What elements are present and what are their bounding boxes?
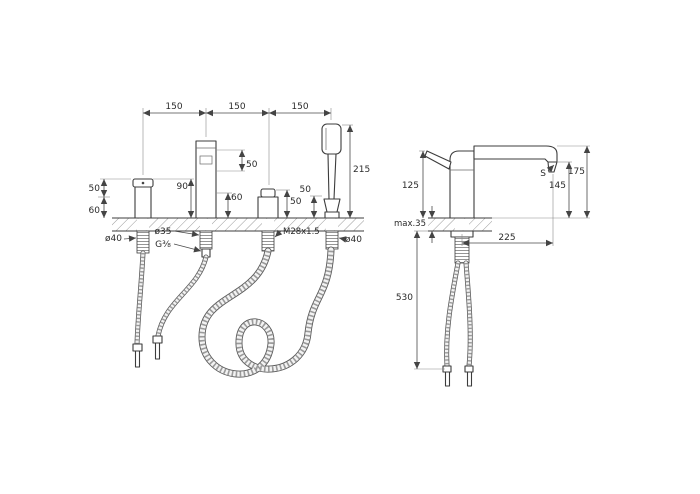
left-handle [132, 178, 154, 219]
spout-outlet [547, 161, 558, 173]
supply-hose-2 [155, 254, 209, 339]
dim-label-diverter-height: 50 [290, 197, 302, 207]
dim-label-spout-height: 145 [549, 181, 566, 191]
dim-hose-length: 530 [396, 230, 445, 370]
dim-spout-mark: S [540, 164, 555, 179]
dim-label-holder-height: 50 [300, 185, 312, 195]
handle-shank [136, 230, 150, 254]
diverter-handle [257, 188, 279, 219]
thread-callouts-left: ø40 ø35 G⅜ M28x1.5 ø40 [105, 227, 362, 253]
dim-label-spout-lower: 60 [231, 193, 243, 203]
dim-label-overall-height: 175 [568, 167, 585, 177]
dim-diverter-height: 50 [276, 189, 302, 218]
dim-spout-lower: 60 [216, 192, 243, 218]
dim-label-spout-upper: 50 [246, 160, 258, 170]
dim-spout-reach: 225 [461, 174, 554, 247]
spout-shank [199, 230, 213, 250]
hose-end-fittings [132, 335, 163, 368]
shower-hose-loop [198, 246, 335, 378]
hand-shower-handle [327, 153, 337, 200]
supply-hose-right-1 [444, 260, 461, 369]
dim-label-handle-shank-dia: ø40 [105, 234, 122, 244]
dim-label-hose-length: 530 [396, 293, 413, 303]
dim-handle-stack: 50 60 [89, 178, 131, 218]
dim-label-spout-thread: G⅜ [155, 240, 171, 250]
dim-label-spacing-1: 150 [165, 102, 182, 112]
dim-label-handle-height: 90 [177, 182, 189, 192]
dim-spout-upper: 50 [216, 149, 258, 172]
dim-shower-height: 215 [342, 124, 370, 218]
dim-label-holder-shank-dia: ø40 [345, 235, 362, 245]
dim-holder-height: 50 [300, 185, 322, 218]
mixer-spout [473, 145, 558, 163]
dim-label-spacing-2: 150 [228, 102, 245, 112]
hand-shower [321, 123, 342, 219]
flexible-hoses-left [132, 246, 335, 378]
mixer-body [424, 145, 558, 219]
bath-spout [195, 140, 217, 219]
dim-label-spacing-3: 150 [291, 102, 308, 112]
mounting-deck-left [112, 217, 364, 232]
dim-label-handle-lower: 60 [89, 206, 101, 216]
dim-handle-height: 90 [153, 178, 195, 218]
dim-deck-thickness: max.35 [394, 206, 436, 243]
spout-logo-plate [199, 155, 213, 165]
dim-spout-height: 145 [549, 161, 573, 218]
dim-label-deck-thickness: max.35 [394, 219, 426, 229]
right-view-basin-mixer: 125 175 145 S max.35 [394, 145, 591, 387]
hose-end-fittings-right [442, 365, 474, 387]
dim-body-height: 125 [402, 150, 427, 218]
dim-label-spout-shank-dia: ø35 [155, 227, 172, 237]
holder-base [324, 211, 340, 219]
left-view-bath-mixer: 150 150 150 215 50 60 90 [89, 102, 370, 378]
dim-label-spout-mark: S [540, 169, 546, 179]
dim-overall-height: 175 [492, 145, 591, 219]
dim-label-spout-reach: 225 [498, 233, 515, 243]
dim-label-shower-thread: M28x1.5 [283, 227, 320, 237]
dim-hole-spacing: 150 150 150 [142, 102, 332, 185]
shower-holder [323, 198, 341, 213]
dim-label-shower-height: 215 [353, 165, 370, 175]
dim-label-body-height: 125 [402, 181, 419, 191]
supply-hose-right-2 [463, 260, 473, 369]
mixer-lever [424, 150, 452, 170]
hand-shower-head [321, 123, 342, 155]
holder-shank [325, 230, 339, 250]
handle-index-dot [141, 181, 145, 185]
supply-hose-1 [134, 250, 146, 347]
dim-label-handle-upper: 50 [89, 184, 101, 194]
shank-and-hoses-right [442, 218, 474, 387]
